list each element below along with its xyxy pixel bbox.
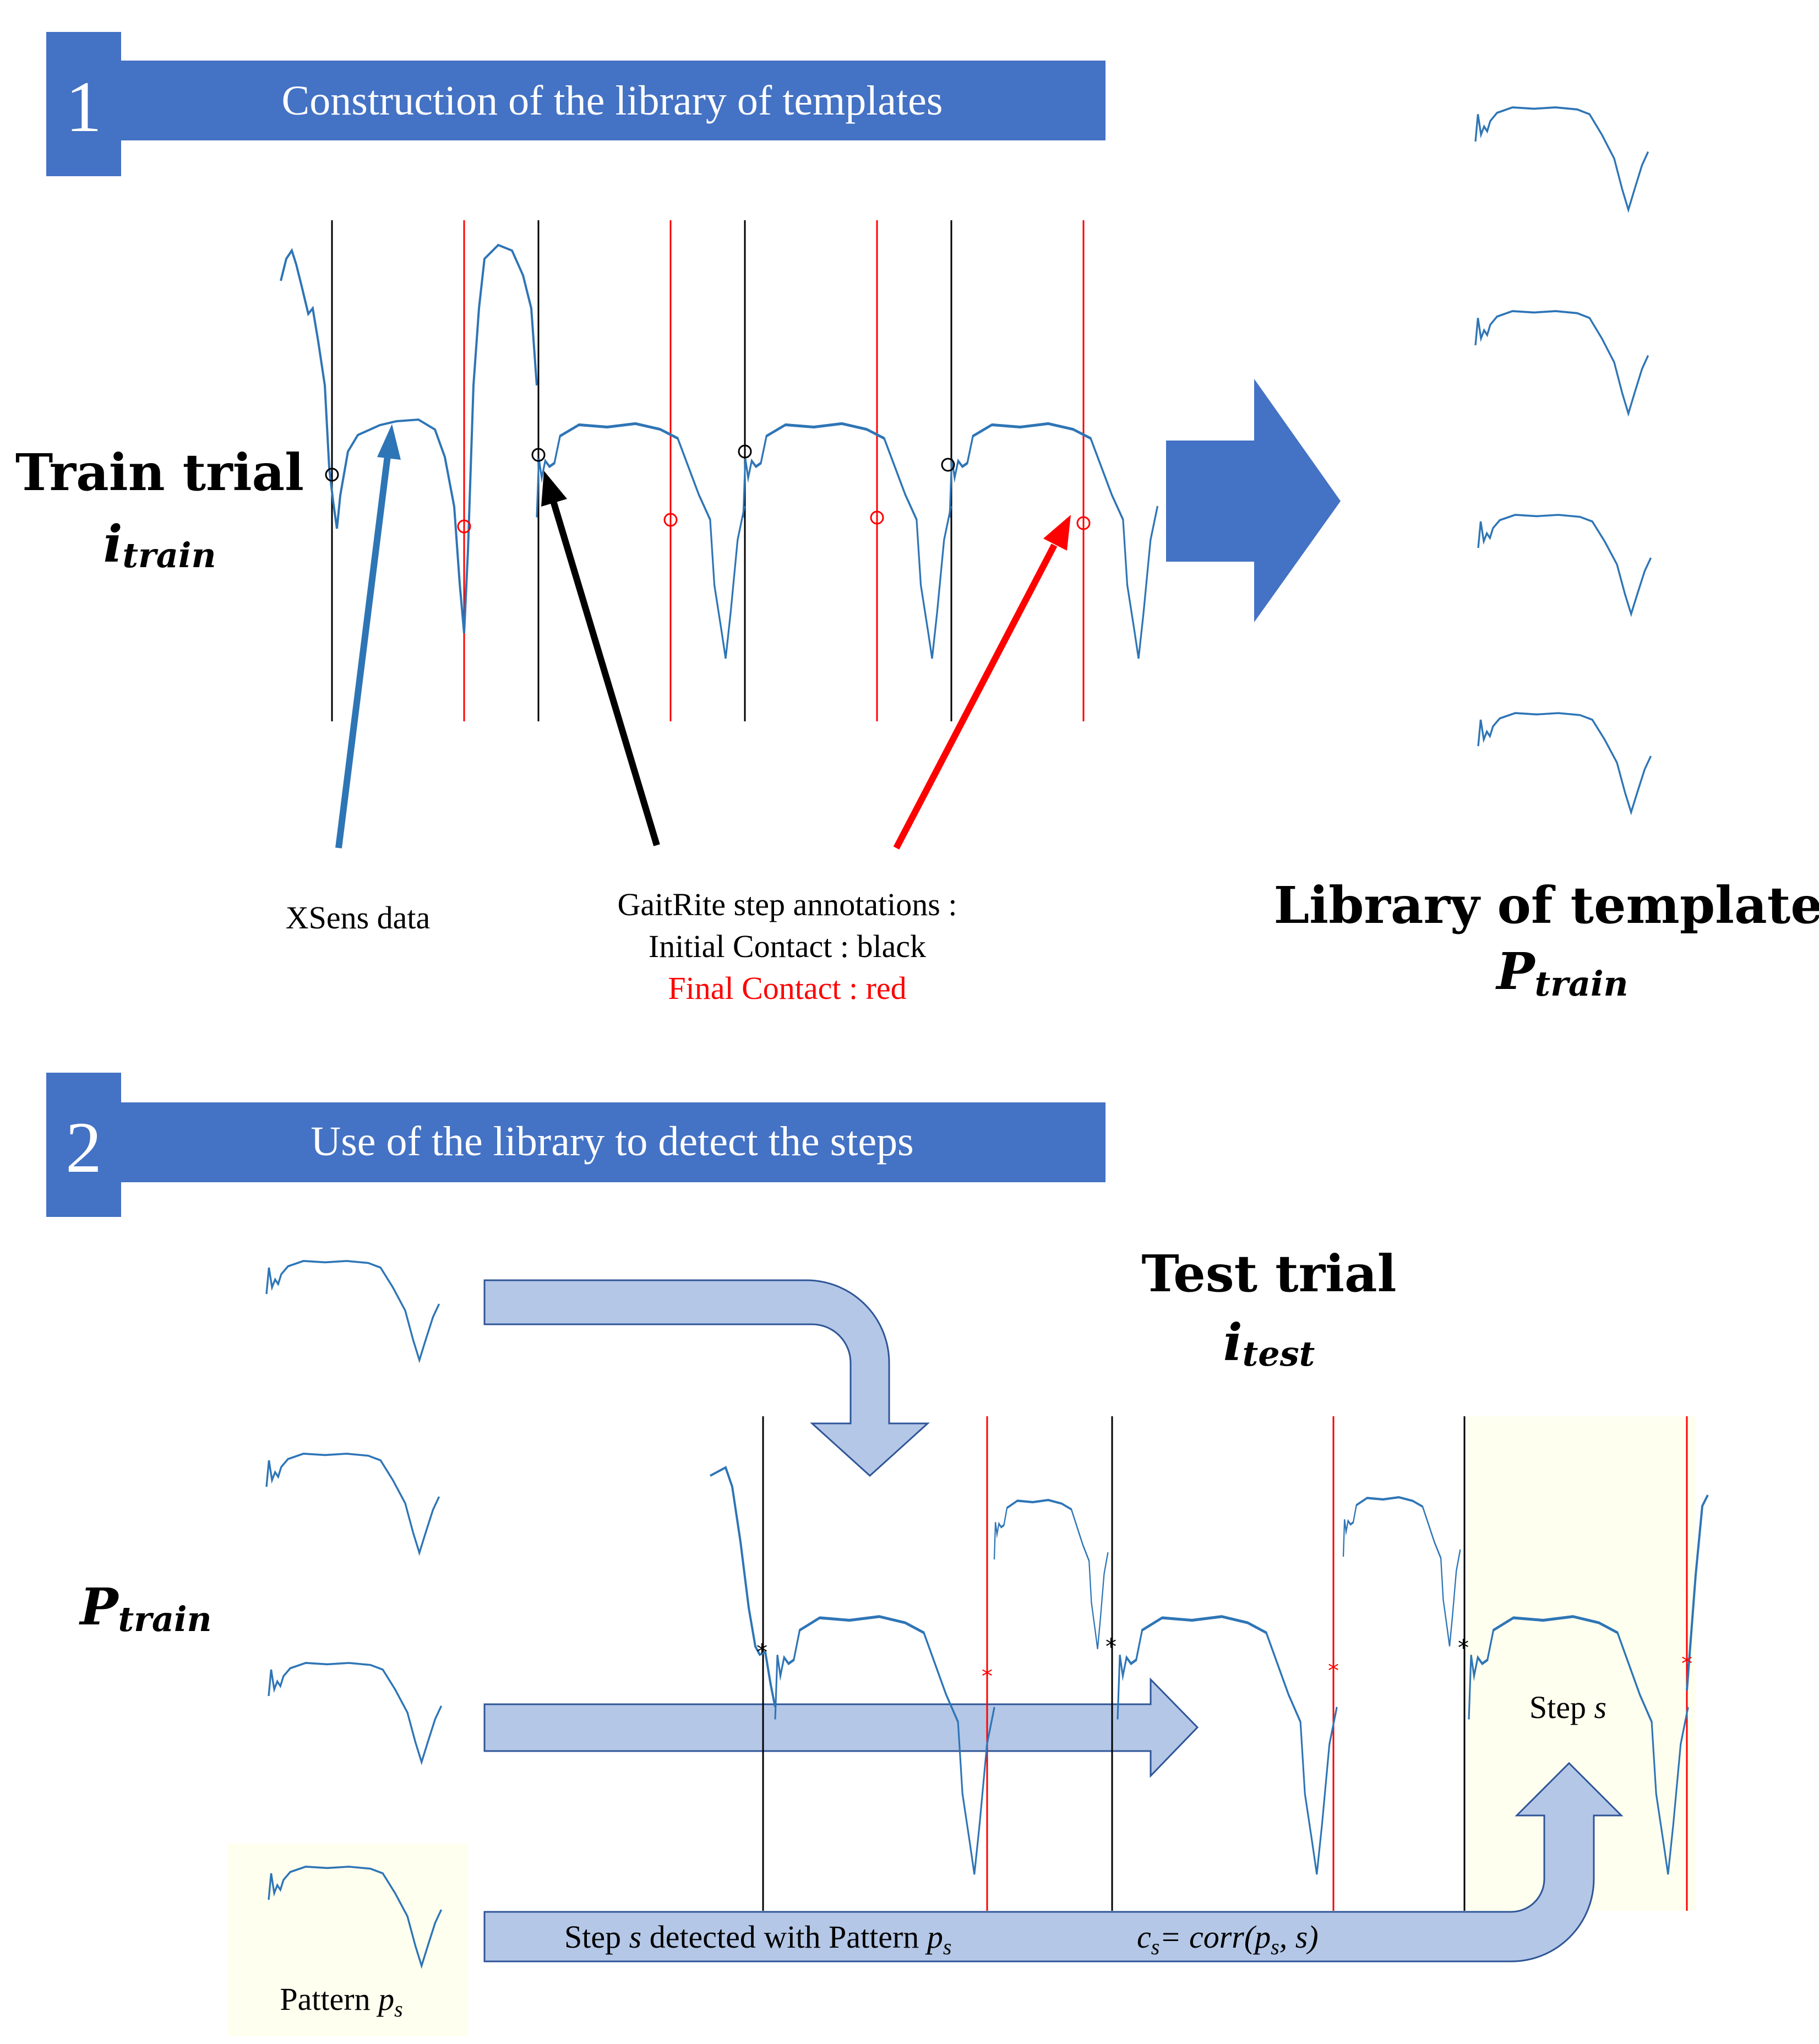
final-contact-marker xyxy=(457,519,471,534)
annotation-final-contact: Final Contact : red xyxy=(668,970,906,1006)
train-trial-var: itrain xyxy=(103,514,216,575)
step-label: Step s xyxy=(1529,1689,1606,1725)
train-trial-plot xyxy=(280,220,1158,721)
initial-contact-marker xyxy=(941,458,955,472)
section1-number: 1 xyxy=(66,66,102,147)
annotations-title: GaitRite step annotations : xyxy=(618,887,957,922)
initial-contact-marker xyxy=(531,448,546,462)
xsens-label: XSens data xyxy=(286,900,431,936)
train-trial-label: Train trial xyxy=(15,443,304,502)
xsens-pointer-arrow xyxy=(335,424,401,849)
final-contact-pointer-arrow xyxy=(893,515,1071,850)
library-to-test-arrow xyxy=(483,1279,930,1477)
detection-arrow xyxy=(483,1762,1624,1963)
template-curve xyxy=(1477,712,1652,813)
initial-contact-star: * xyxy=(756,1640,767,1665)
section2-number: 2 xyxy=(66,1107,102,1188)
match-arrow xyxy=(483,1677,1199,1778)
section1-number-box xyxy=(46,32,121,176)
initial-contact-marker xyxy=(738,444,752,459)
library-label: Library of templates xyxy=(1273,876,1819,935)
template-curve xyxy=(268,1662,443,1763)
section2-number-box xyxy=(46,1073,121,1217)
initial-contact-star: * xyxy=(1458,1635,1469,1661)
library-templates xyxy=(1474,106,1652,813)
test-trial-var: itest xyxy=(1223,1313,1315,1374)
section1-title: Construction of the library of templates xyxy=(282,78,943,124)
ptrain-label: Ptrain xyxy=(78,1577,211,1639)
pattern-label: Pattern ps xyxy=(280,1981,402,2021)
template-curve xyxy=(265,1453,440,1554)
template-curve xyxy=(1474,106,1649,211)
final-contact-star: * xyxy=(982,1664,993,1689)
initial-contact-pointer-arrow xyxy=(541,471,660,846)
section2-banner xyxy=(118,1102,1105,1182)
correlation-formula: cs= corr(ps, s) xyxy=(1137,1919,1319,1959)
template-curve xyxy=(1474,310,1649,415)
final-contact-marker xyxy=(1076,516,1091,530)
template-curve xyxy=(1477,514,1652,615)
template-curve xyxy=(265,1260,440,1361)
test-signal-upper xyxy=(1343,1497,1460,1646)
final-contact-marker xyxy=(870,510,884,525)
annotation-initial-contact: Initial Contact : black xyxy=(649,928,926,964)
test-trial-plot: * * * * * * xyxy=(710,1416,1709,1911)
final-contact-star: * xyxy=(1681,1651,1692,1677)
big-right-arrow xyxy=(1166,379,1341,622)
final-contact-star: * xyxy=(1328,1659,1339,1684)
final-contact-marker xyxy=(663,513,678,527)
test-signal-end xyxy=(1686,1494,1709,1691)
test-trial-label: Test trial xyxy=(1141,1244,1396,1303)
section1-banner xyxy=(118,61,1105,140)
section2-title: Use of the library to detect the steps xyxy=(311,1118,913,1165)
test-signal-start xyxy=(710,1466,776,1708)
test-signal-upper xyxy=(994,1500,1108,1649)
initial-contact-star: * xyxy=(1105,1634,1117,1660)
library-var: Ptrain xyxy=(1495,942,1628,1004)
initial-contact-marker xyxy=(325,467,339,482)
xsens-signal-segment xyxy=(743,423,951,658)
pattern-highlight xyxy=(227,1844,468,2036)
detected-text: Step s detected with Pattern ps xyxy=(564,1919,951,1959)
xsens-signal-start xyxy=(280,243,538,634)
